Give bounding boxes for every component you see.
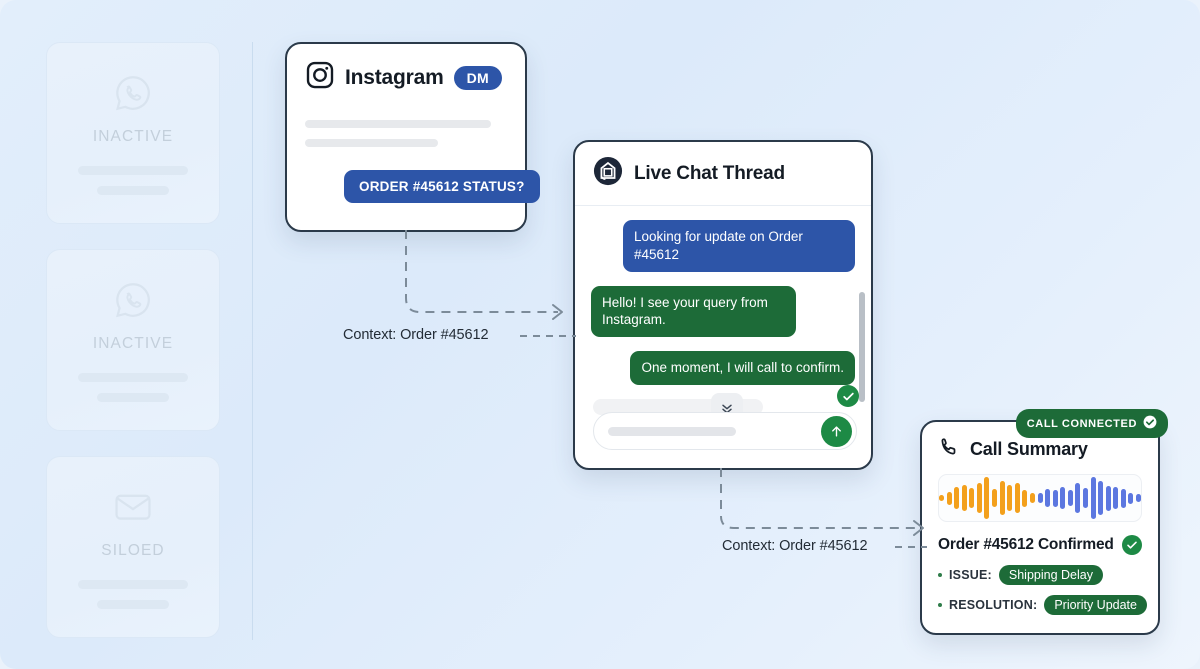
waveform-bar [946, 491, 952, 505]
waveform-bar [1136, 494, 1142, 502]
instagram-message-chip[interactable]: ORDER #45612 STATUS? [344, 170, 540, 203]
waveform-bar [976, 483, 982, 513]
waveform-bar [1113, 487, 1119, 509]
waveform-bar [1090, 477, 1096, 519]
chat-message-row: Hello! I see your query from Instagram. [591, 285, 855, 338]
waveform-bar [1037, 493, 1043, 503]
waveform-bar [1022, 489, 1028, 507]
sidebar-card-2[interactable]: INACTIVE [46, 249, 220, 431]
skeleton-line [97, 599, 169, 609]
call-summary-card[interactable]: CALL CONNECTED Call Summary Order #45612… [920, 409, 1168, 635]
waveform-bar [1128, 492, 1134, 504]
chat-scrollbar[interactable] [859, 292, 865, 402]
check-circle-icon [837, 385, 859, 407]
connector-label-2: Context: Order #45612 [722, 538, 868, 554]
chat-skeleton-row [593, 393, 855, 424]
waveform-bar [954, 487, 960, 509]
connector-instagram-to-chat [405, 230, 563, 320]
call-summary-title: Call Summary [970, 439, 1088, 459]
live-chat-title: Live Chat Thread [634, 162, 785, 184]
connector-label-1: Context: Order #45612 [343, 327, 489, 343]
waveform-bar [1098, 481, 1104, 515]
skeleton-line [97, 392, 169, 402]
send-button[interactable] [821, 416, 852, 447]
phone-icon [938, 436, 960, 463]
sidebar-card-1[interactable]: INACTIVE [46, 42, 220, 224]
chat-bubble-agent: One moment, I will call to confirm. [630, 351, 855, 386]
waveform-bar [1014, 483, 1020, 513]
waveform-bar [1105, 485, 1111, 511]
chat-bubble-user: Looking for update on Order #45612 [623, 220, 855, 272]
chat-bubble-agent: Hello! I see your query from Instagram. [591, 285, 796, 338]
connector-label-tail-1 [520, 335, 576, 337]
detail-row-issue: ISSUE: Shipping Delay [938, 565, 1142, 585]
sidebar-card-label: INACTIVE [92, 127, 174, 145]
skeleton-line [78, 372, 188, 382]
home-logo-icon [593, 156, 623, 191]
waveform-bar [992, 489, 998, 507]
waveform-bar [984, 477, 990, 519]
skeleton-line [78, 165, 188, 175]
waveform-bar [1075, 483, 1081, 513]
detail-row-resolution: RESOLUTION: Priority Update [938, 595, 1147, 615]
whatsapp-icon [112, 279, 154, 321]
sidebar-card-label: INACTIVE [92, 334, 174, 352]
waveform-bar [969, 488, 975, 508]
chat-input-placeholder [608, 426, 736, 436]
mail-icon [112, 486, 154, 528]
waveform-bar [1060, 487, 1066, 509]
bullet-dot [938, 603, 942, 607]
resolution-badge: Priority Update [1044, 595, 1147, 615]
chat-input[interactable] [593, 412, 857, 450]
sidebar-card-label: SILOED [101, 541, 165, 559]
skeleton-line [78, 579, 188, 589]
status-badge: CALL CONNECTED [1015, 409, 1168, 438]
instagram-card-title: Instagram [345, 65, 444, 89]
connector-chat-to-call [720, 468, 924, 536]
live-chat-header: Live Chat Thread [575, 142, 871, 206]
chat-message-row: Looking for update on Order #45612 [591, 220, 855, 272]
waveform-bar [1082, 488, 1088, 508]
instagram-card[interactable]: Instagram DM ORDER #45612 STATUS? [285, 42, 540, 232]
waveform-bar [1045, 489, 1051, 507]
vertical-divider [252, 42, 253, 640]
call-result: Order #45612 Confirmed [938, 535, 1142, 555]
chat-message-list[interactable]: Looking for update on Order #45612 Hello… [575, 206, 871, 424]
whatsapp-icon [112, 72, 154, 114]
instagram-card-header: Instagram DM [305, 60, 507, 95]
skeleton-line [305, 139, 438, 147]
chat-message-row: One moment, I will call to confirm. [591, 351, 855, 386]
detail-key: RESOLUTION: [949, 598, 1038, 612]
check-circle-icon [1143, 415, 1157, 432]
waveform-bar [1120, 488, 1126, 508]
waveform-bar [1007, 485, 1013, 511]
call-summary-header: Call Summary [938, 436, 1142, 463]
skeleton-line [97, 185, 169, 195]
call-connected-label: CALL CONNECTED [1026, 417, 1137, 430]
check-circle-icon [1121, 535, 1142, 555]
live-chat-card[interactable]: Live Chat Thread Looking for update on O… [573, 140, 873, 470]
detail-key: ISSUE: [949, 568, 992, 582]
dm-badge: DM [453, 65, 502, 90]
call-result-text: Order #45612 Confirmed [938, 536, 1114, 553]
sidebar-card-3[interactable]: SILOED [46, 456, 220, 638]
waveform-bar [1052, 489, 1058, 507]
issue-badge: Shipping Delay [998, 565, 1103, 585]
waveform-bar [1029, 493, 1035, 503]
skeleton-line [305, 120, 491, 128]
inactive-channels-sidebar: INACTIVE INACTIVE SILOED [46, 42, 220, 663]
waveform-bar [999, 481, 1005, 515]
instagram-icon [305, 60, 335, 95]
waveform-bar [939, 495, 944, 501]
waveform-bar [1067, 490, 1073, 506]
bullet-dot [938, 573, 942, 577]
waveform-bar [961, 485, 967, 511]
audio-waveform [938, 474, 1142, 522]
